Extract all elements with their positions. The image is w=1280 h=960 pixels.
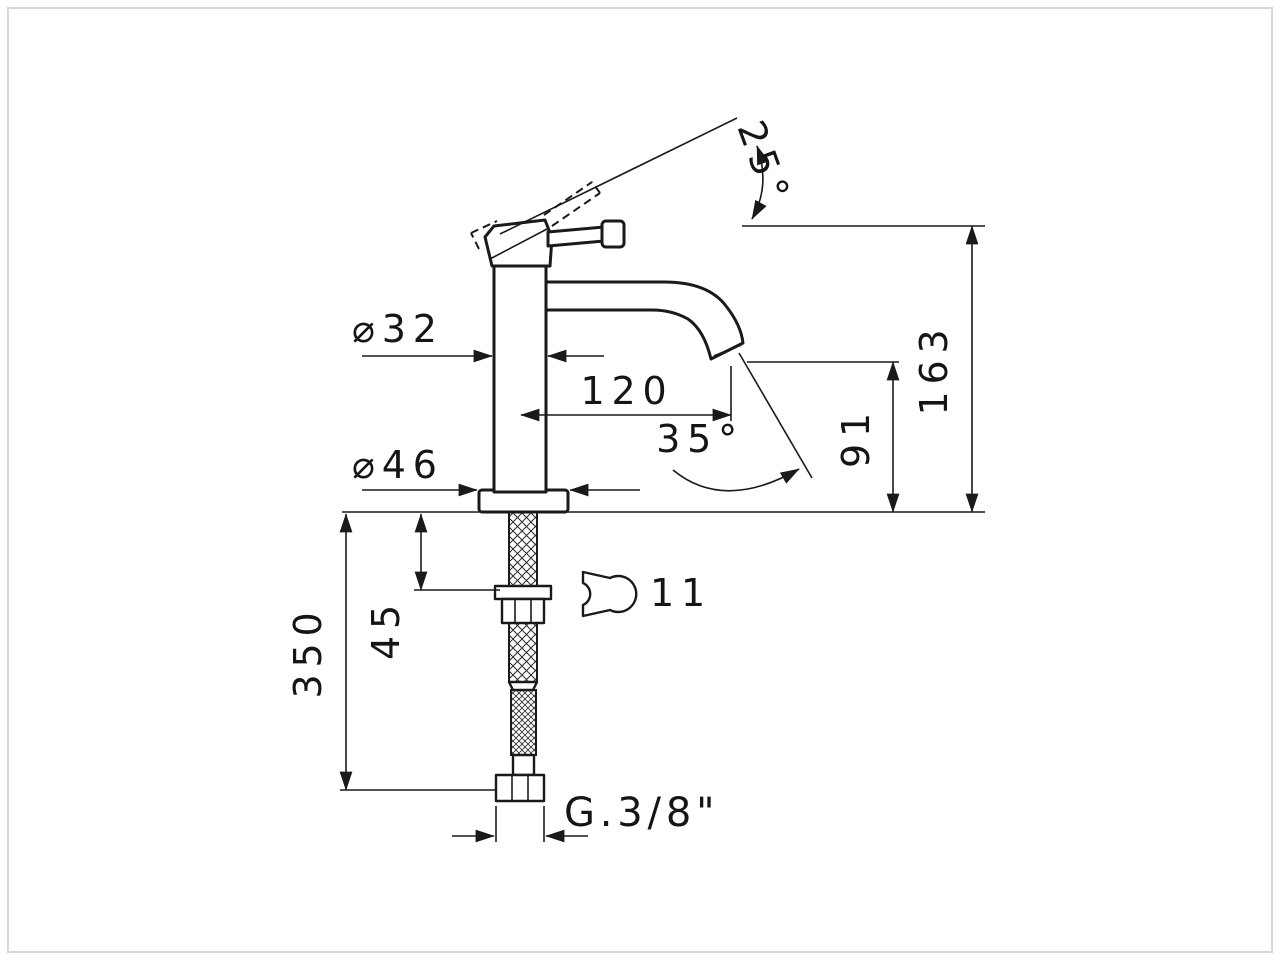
dim-spray-angle-label: 35° xyxy=(656,417,744,461)
spray-construction-line xyxy=(738,352,813,479)
under-counter-assembly xyxy=(493,511,553,803)
dimension-annotations xyxy=(339,117,985,843)
spray-angle-arc xyxy=(672,468,800,492)
hose-end-nut xyxy=(494,773,546,803)
faucet-spout xyxy=(544,280,745,361)
shank-hose-connector xyxy=(507,680,539,692)
dim-under-counter-label: 45 xyxy=(364,598,408,660)
wrench-icon xyxy=(581,570,638,618)
aerator-line xyxy=(713,344,742,357)
handle-lever xyxy=(546,225,606,248)
handle-angle-arc xyxy=(751,145,770,220)
cap-ghost-dashed xyxy=(470,220,498,250)
mounting-nut-facets xyxy=(514,599,532,623)
hose-nut-facets xyxy=(511,775,529,801)
dimension-labels: 25° ⌀32 ⌀46 120 35° 91 163 45 350 11 G.3… xyxy=(286,115,956,836)
faucet-above-counter xyxy=(470,181,745,514)
cartridge-cap xyxy=(483,218,554,268)
mounting-nut xyxy=(500,597,546,625)
mounting-washer xyxy=(493,584,553,601)
dim-total-height-label: 163 xyxy=(912,322,956,415)
dim-spout-reach-label: 120 xyxy=(580,369,673,413)
dim-base-diameter-label: ⌀46 xyxy=(352,443,444,487)
handle-knob xyxy=(600,219,626,249)
wrench-size-label: 11 xyxy=(650,571,712,615)
dim-hose-length-label: 350 xyxy=(286,605,330,698)
hose-ferrule xyxy=(511,753,536,777)
thread-extension-lines xyxy=(495,806,545,842)
flex-hose xyxy=(510,689,537,756)
handle-angle-construction-line xyxy=(499,117,738,235)
cap-joint-line xyxy=(489,228,548,260)
dim-outlet-height-label: 91 xyxy=(834,406,878,468)
thread-size-label: G.3/8" xyxy=(564,790,719,836)
page-border-frame xyxy=(7,7,1273,953)
faucet-body xyxy=(492,264,548,494)
dim-handle-angle-label: 25° xyxy=(729,115,800,213)
dim-body-diameter-label: ⌀32 xyxy=(352,307,444,351)
